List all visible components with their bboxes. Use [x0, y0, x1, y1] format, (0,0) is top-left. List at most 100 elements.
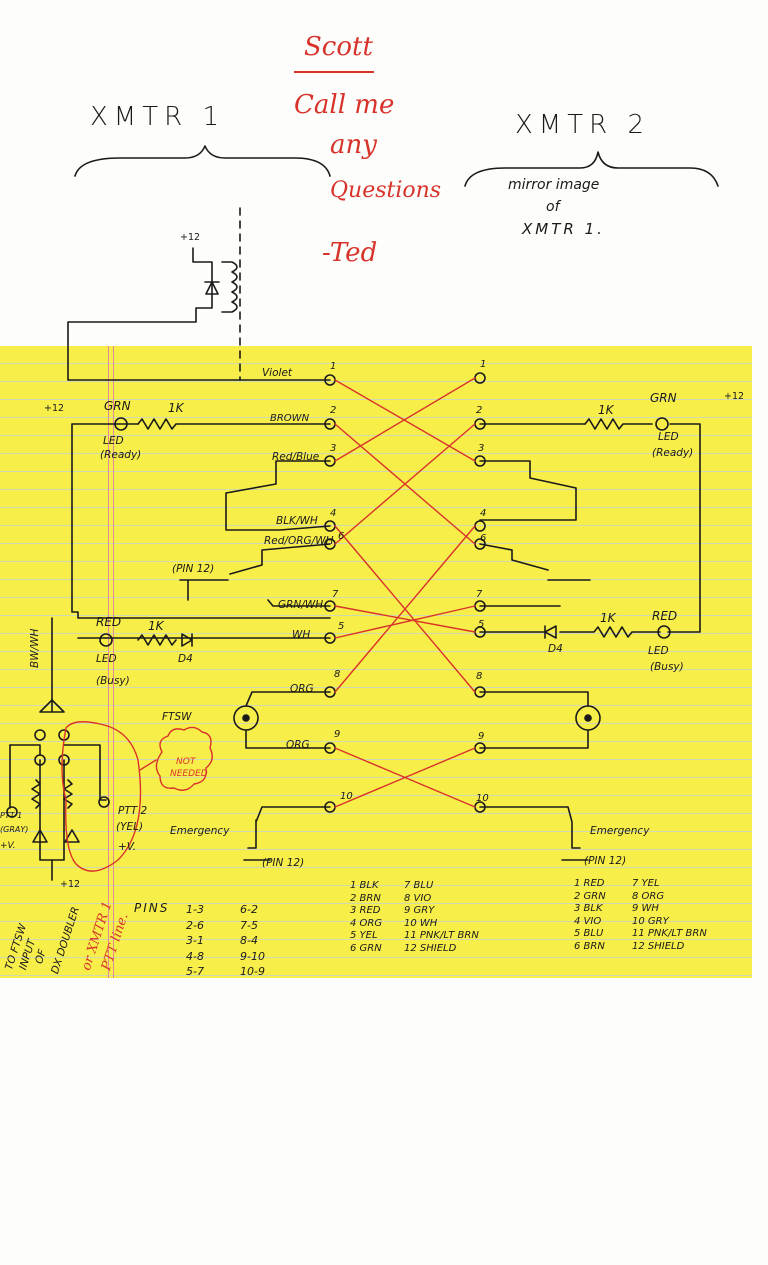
ptt1-gray-label: (GRAY): [0, 825, 29, 834]
pins-row: 5-7: [186, 965, 204, 978]
left-led-label: LED: [103, 435, 124, 447]
color-code-row: 3 BLK: [574, 903, 603, 914]
pin-left-7: 7: [332, 589, 339, 600]
pin-right-7: 7: [476, 589, 483, 600]
relay-wire: [67, 247, 331, 381]
wire-2-label: BROWN: [270, 413, 310, 424]
pin-left-2: 2: [330, 405, 337, 416]
wire-6-label: Red/ORG/WH: [264, 535, 334, 547]
xmtr2-label: XMTR 2: [515, 110, 650, 140]
color-code-row: 7 YEL: [632, 878, 660, 889]
mirror-of-note: of: [546, 199, 560, 215]
left-ready-label: (Ready): [100, 449, 142, 461]
margin-line: [108, 346, 109, 978]
color-code-row: 2 GRN: [574, 890, 606, 902]
pin-left-3: 3: [330, 443, 337, 454]
pins-row: 6-2: [240, 903, 258, 916]
ptt1-label: PTT 1: [0, 811, 23, 820]
pin-right-3: 3: [478, 443, 485, 454]
color-code-row: 10 GRY: [632, 915, 669, 927]
note-underline: [294, 71, 374, 73]
left-busy-resistor-label: 1K: [148, 619, 164, 633]
not-needed-cloud: [155, 726, 213, 791]
ptt2-yel-label: (YEL): [116, 821, 144, 833]
pins-row: 8-4: [240, 934, 258, 947]
left-ftsw-label: FTSW: [162, 711, 192, 723]
ptt2-label: PTT 2: [118, 805, 148, 817]
left-pin12-label: (PIN 12): [172, 563, 215, 575]
color-code-row: 12 SHIELD: [404, 942, 457, 954]
left-red-led-label: RED: [96, 615, 122, 629]
color-code-row: 3 RED: [350, 905, 381, 916]
color-code-row: 9 WH: [632, 903, 659, 914]
right-busy-resistor-label: 1K: [600, 611, 616, 625]
pins-row: 10-9: [240, 965, 265, 978]
right-ready-label: (Ready): [652, 447, 694, 459]
resistor-1k-busy-right: [559, 626, 661, 638]
note-scott: Scott: [304, 32, 373, 62]
note-call-me: Call me: [294, 90, 395, 120]
color-code-left-col1: 1 BLK 2 BRN 3 RED 4 ORG 5 YEL 6 GRN: [350, 880, 382, 955]
color-code-row: 6 GRN: [350, 942, 382, 954]
red-cross-wires: [61, 377, 476, 872]
right-led-label: LED: [658, 431, 679, 443]
right-plus12: +12: [724, 391, 745, 402]
color-code-row: 12 SHIELD: [632, 940, 685, 952]
ptt-plus12-label: +12: [60, 879, 81, 890]
pin-left-8: 8: [334, 669, 341, 680]
color-code-row: 4 ORG: [350, 917, 383, 929]
resistor-1k-left: [137, 418, 331, 430]
mirror-image-note: mirror image: [508, 177, 600, 193]
color-code-row: 11 PNK/LT BRN: [404, 930, 479, 941]
pins-row: 1-3: [186, 903, 204, 916]
left-plus12: +12: [44, 403, 65, 414]
not-needed-1: NOT: [176, 757, 196, 767]
left-bw-wh-label: BW/WH: [29, 628, 41, 668]
pins-row: 9-10: [240, 949, 265, 963]
not-needed-loop: [61, 721, 142, 872]
brace-xmtr2: [464, 151, 719, 187]
wire-8-label: ORG: [290, 683, 314, 695]
pin-right-1: 1: [480, 359, 487, 370]
diode: [204, 281, 220, 295]
color-code-row: 11 PNK/LT BRN: [632, 928, 707, 939]
right-emergency-pin-label: (PIN 12): [584, 855, 627, 867]
pin-left-5: 5: [338, 621, 345, 632]
left-grn-led-label: GRN: [104, 399, 131, 413]
pins-row: 2-6: [186, 918, 204, 932]
wire-4-label: BLK/WH: [276, 515, 318, 527]
left-bus: [71, 423, 331, 619]
not-needed-2: NEEDED: [170, 769, 208, 779]
wire-1-label: Violet: [262, 367, 293, 379]
right-resistor-label: 1K: [598, 403, 614, 417]
pin-left-6: 6: [338, 531, 345, 542]
diode-d4-right: [544, 625, 557, 639]
pins-row: 4-8: [186, 949, 204, 963]
pins-row: 3-1: [186, 934, 204, 947]
color-code-row: 2 BRN: [350, 892, 381, 904]
pin-right-10: 10: [476, 793, 489, 804]
color-code-row: 7 BLU: [404, 880, 434, 891]
pin-left-4: 4: [330, 508, 337, 519]
color-code-row: 8 ORG: [632, 890, 665, 902]
pin-right-8: 8: [476, 671, 483, 682]
color-code-right-col2: 7 YEL 8 ORG 9 WH 10 GRY 11 PNK/LT BRN 12…: [632, 878, 707, 953]
mirror-xmtr1-note: XMTR 1.: [522, 220, 605, 238]
wire-7-label: GRN/WH: [278, 599, 324, 611]
relay-plus12: +12: [180, 232, 201, 243]
left-emergency-label: Emergency: [170, 825, 230, 837]
color-code-row: 5 BLU: [574, 928, 604, 939]
margin-line: [113, 346, 114, 978]
brace-xmtr1: [74, 145, 331, 177]
pins-table-title: PINS: [134, 901, 170, 915]
resistor-1k-busy: [137, 634, 177, 646]
color-code-row: 5 YEL: [350, 930, 378, 941]
ptt2-plusv-label: +V.: [118, 841, 137, 853]
color-code-left-col2: 7 BLU 8 VIO 9 GRY 10 WH 11 PNK/LT BRN 12…: [404, 880, 479, 955]
wire-9-label: ORG: [286, 739, 310, 751]
color-code-row: 10 WH: [404, 917, 438, 929]
left-resistor-label: 1K: [168, 401, 184, 415]
xmtr1-label: XMTR 1: [90, 102, 225, 132]
legal-pad-paper: [0, 346, 752, 978]
